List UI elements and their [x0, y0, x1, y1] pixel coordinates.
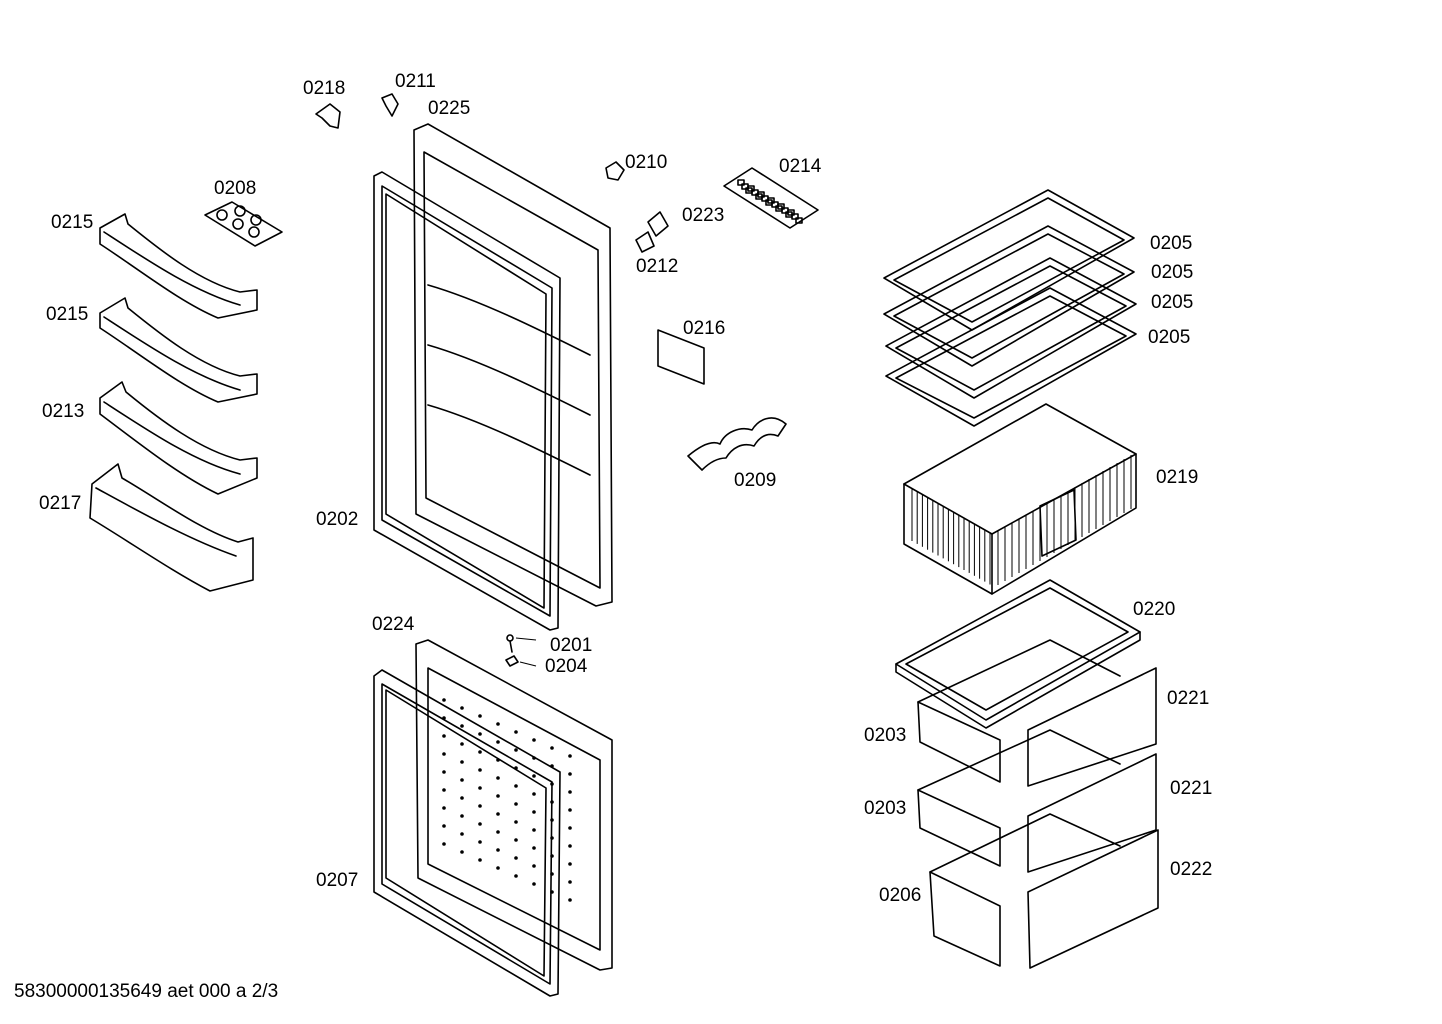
door-shelf-0213 — [99, 381, 258, 495]
label-0205-3: 0205 — [1151, 292, 1194, 313]
label-0215-top: 0215 — [51, 212, 94, 233]
freezer-drawer-0206-bottom — [929, 813, 1159, 969]
glass-shelf-0205-1 — [883, 189, 1135, 331]
ice-tray-0214 — [723, 167, 819, 229]
document-id-footer: 58300000135649 aet 000 a 2/3 — [14, 981, 279, 1002]
crisper-drawer-0219 — [903, 403, 1137, 595]
part-0212 — [635, 231, 655, 253]
part-0223 — [647, 211, 669, 237]
glass-shelf-0205-2 — [883, 225, 1135, 367]
egg-tray-0208 — [204, 201, 283, 247]
lower-door-0224 — [415, 639, 613, 971]
filter-0216 — [657, 329, 705, 385]
label-0216: 0216 — [683, 318, 726, 339]
door-shelf-0217 — [89, 463, 254, 592]
label-0210: 0210 — [625, 152, 668, 173]
label-0204: 0204 — [545, 656, 588, 677]
label-0219: 0219 — [1156, 467, 1199, 488]
part-0211 — [381, 93, 399, 117]
freezer-drawer-0203-middle — [917, 729, 1157, 873]
door-shelf-0215-top — [99, 213, 258, 319]
lower-door-gasket-0207 — [373, 669, 561, 997]
label-0205-1: 0205 — [1150, 233, 1193, 254]
bottle-holder-0209 — [687, 417, 787, 471]
label-0221-middle: 0221 — [1170, 778, 1213, 799]
cover-plate-0220 — [895, 579, 1141, 729]
label-0212: 0212 — [636, 256, 679, 277]
label-0222: 0222 — [1170, 859, 1213, 880]
glass-shelf-0205-4 — [885, 287, 1137, 427]
label-0218: 0218 — [303, 78, 346, 99]
label-0217: 0217 — [39, 493, 82, 514]
label-0203-top: 0203 — [864, 725, 907, 746]
upper-door-gasket-0202 — [373, 171, 561, 631]
label-0221-top: 0221 — [1167, 688, 1210, 709]
label-0205-4: 0205 — [1148, 327, 1191, 348]
label-0201: 0201 — [550, 635, 593, 656]
label-0225: 0225 — [428, 98, 471, 119]
upper-door-0225 — [413, 123, 613, 607]
label-0206: 0206 — [879, 885, 922, 906]
label-0215-middle: 0215 — [46, 304, 89, 325]
part-0210 — [605, 161, 625, 181]
label-0213: 0213 — [42, 401, 85, 422]
bracket-0204 — [505, 655, 537, 667]
label-0220: 0220 — [1133, 599, 1176, 620]
label-0208: 0208 — [214, 178, 257, 199]
label-0211: 0211 — [395, 71, 436, 92]
label-0223: 0223 — [682, 205, 725, 226]
screw-0201 — [506, 634, 537, 653]
label-0207: 0207 — [316, 870, 359, 891]
part-0218 — [315, 103, 341, 129]
label-0205-2: 0205 — [1151, 262, 1194, 283]
glass-shelf-0205-3 — [885, 257, 1137, 399]
label-0202: 0202 — [316, 509, 359, 530]
label-0203-middle: 0203 — [864, 798, 907, 819]
label-0214: 0214 — [779, 156, 822, 177]
label-0224: 0224 — [372, 614, 415, 635]
label-0209: 0209 — [734, 470, 777, 491]
door-shelf-0215-middle — [99, 297, 258, 403]
